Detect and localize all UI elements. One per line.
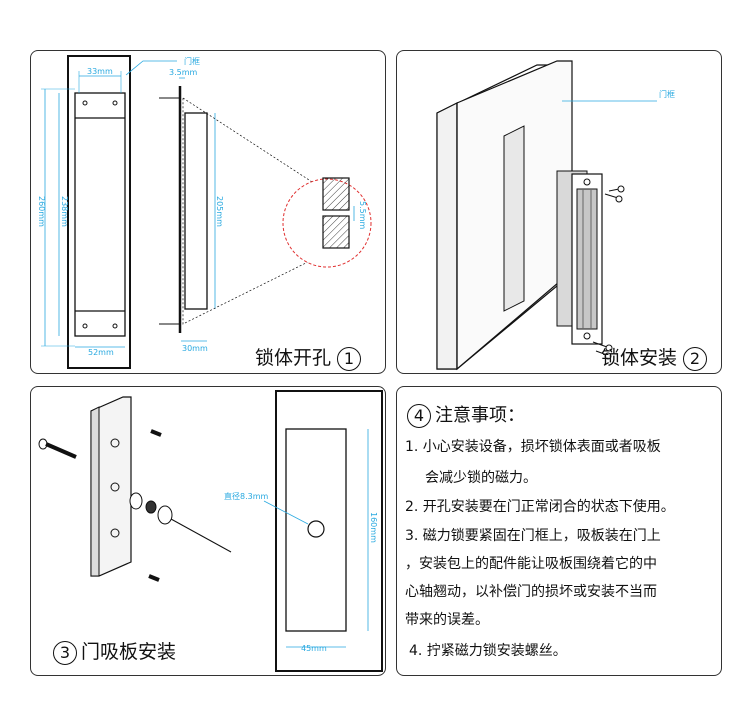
dim-33mm: 33mm xyxy=(87,67,113,76)
door-outline xyxy=(275,390,383,672)
note-line: 带来的误差。 xyxy=(405,612,489,628)
note-line: 会减少锁的磁力。 xyxy=(425,470,537,486)
dim-5-5mm: 5.5mm xyxy=(358,201,367,230)
screw-hole xyxy=(112,323,118,329)
step-number-4: 4 xyxy=(407,404,431,428)
step-number-3: 3 xyxy=(53,640,77,665)
dim-30mm: 30mm xyxy=(182,344,208,353)
step-number-1: 1 xyxy=(337,346,362,371)
dim-45mm: 45mm xyxy=(301,644,327,653)
screw-hole xyxy=(112,100,118,106)
dim-205mm: 205mm xyxy=(215,196,224,227)
dim-238mm: 238mm xyxy=(60,196,69,227)
lock-install-illustration: 门框 xyxy=(436,60,675,371)
long-screw xyxy=(38,438,77,459)
door-frame-outline xyxy=(67,55,131,369)
frame-label: 门框 xyxy=(659,89,675,99)
screw-hole xyxy=(82,323,88,329)
note-line: ，安装包上的配件能让吸板围绕着它的中 xyxy=(405,556,657,572)
dim-160mm: 160mm xyxy=(369,512,378,543)
mount-hole xyxy=(307,520,325,538)
step-number-2: 2 xyxy=(683,346,708,371)
dim-52mm: 52mm xyxy=(88,348,114,357)
dim-260mm: 260mm xyxy=(37,196,46,227)
frame-label: 门框 xyxy=(184,56,200,66)
screws xyxy=(592,185,625,360)
plate-front xyxy=(285,428,347,632)
note-line: 3. 磁力锁要紧固在门框上，吸板装在门上 xyxy=(405,528,661,544)
note-line: 1. 小心安装设备，损坏锁体表面或者吸板 xyxy=(405,439,661,455)
dim-diameter: 直径8.3mm xyxy=(224,491,269,501)
cutout-section xyxy=(184,112,208,310)
mounting-plate xyxy=(74,92,126,337)
note-line: 心轴翘动，以补偿门的损坏或安装不当而 xyxy=(405,584,657,600)
set-screws xyxy=(148,429,162,582)
note-line: 4. 拧紧磁力锁安装螺丝。 xyxy=(409,643,567,659)
plate-install-illustration: 直径8.3mm 160mm 45mm xyxy=(38,390,383,672)
note-line: 2. 开孔安装要在门正常闭合的状态下使用。 xyxy=(405,499,675,515)
dim-3-5mm: 3.5mm xyxy=(169,68,198,77)
panel-lock-body-cutout: 33mm 238mm 260mm 52mm 门框 3.5mm 205mm 30m… xyxy=(30,50,386,374)
screw-hole xyxy=(82,100,88,106)
cutout-dimension-drawing: 33mm 238mm 260mm 52mm 门框 3.5mm 205mm 30m… xyxy=(37,55,372,369)
